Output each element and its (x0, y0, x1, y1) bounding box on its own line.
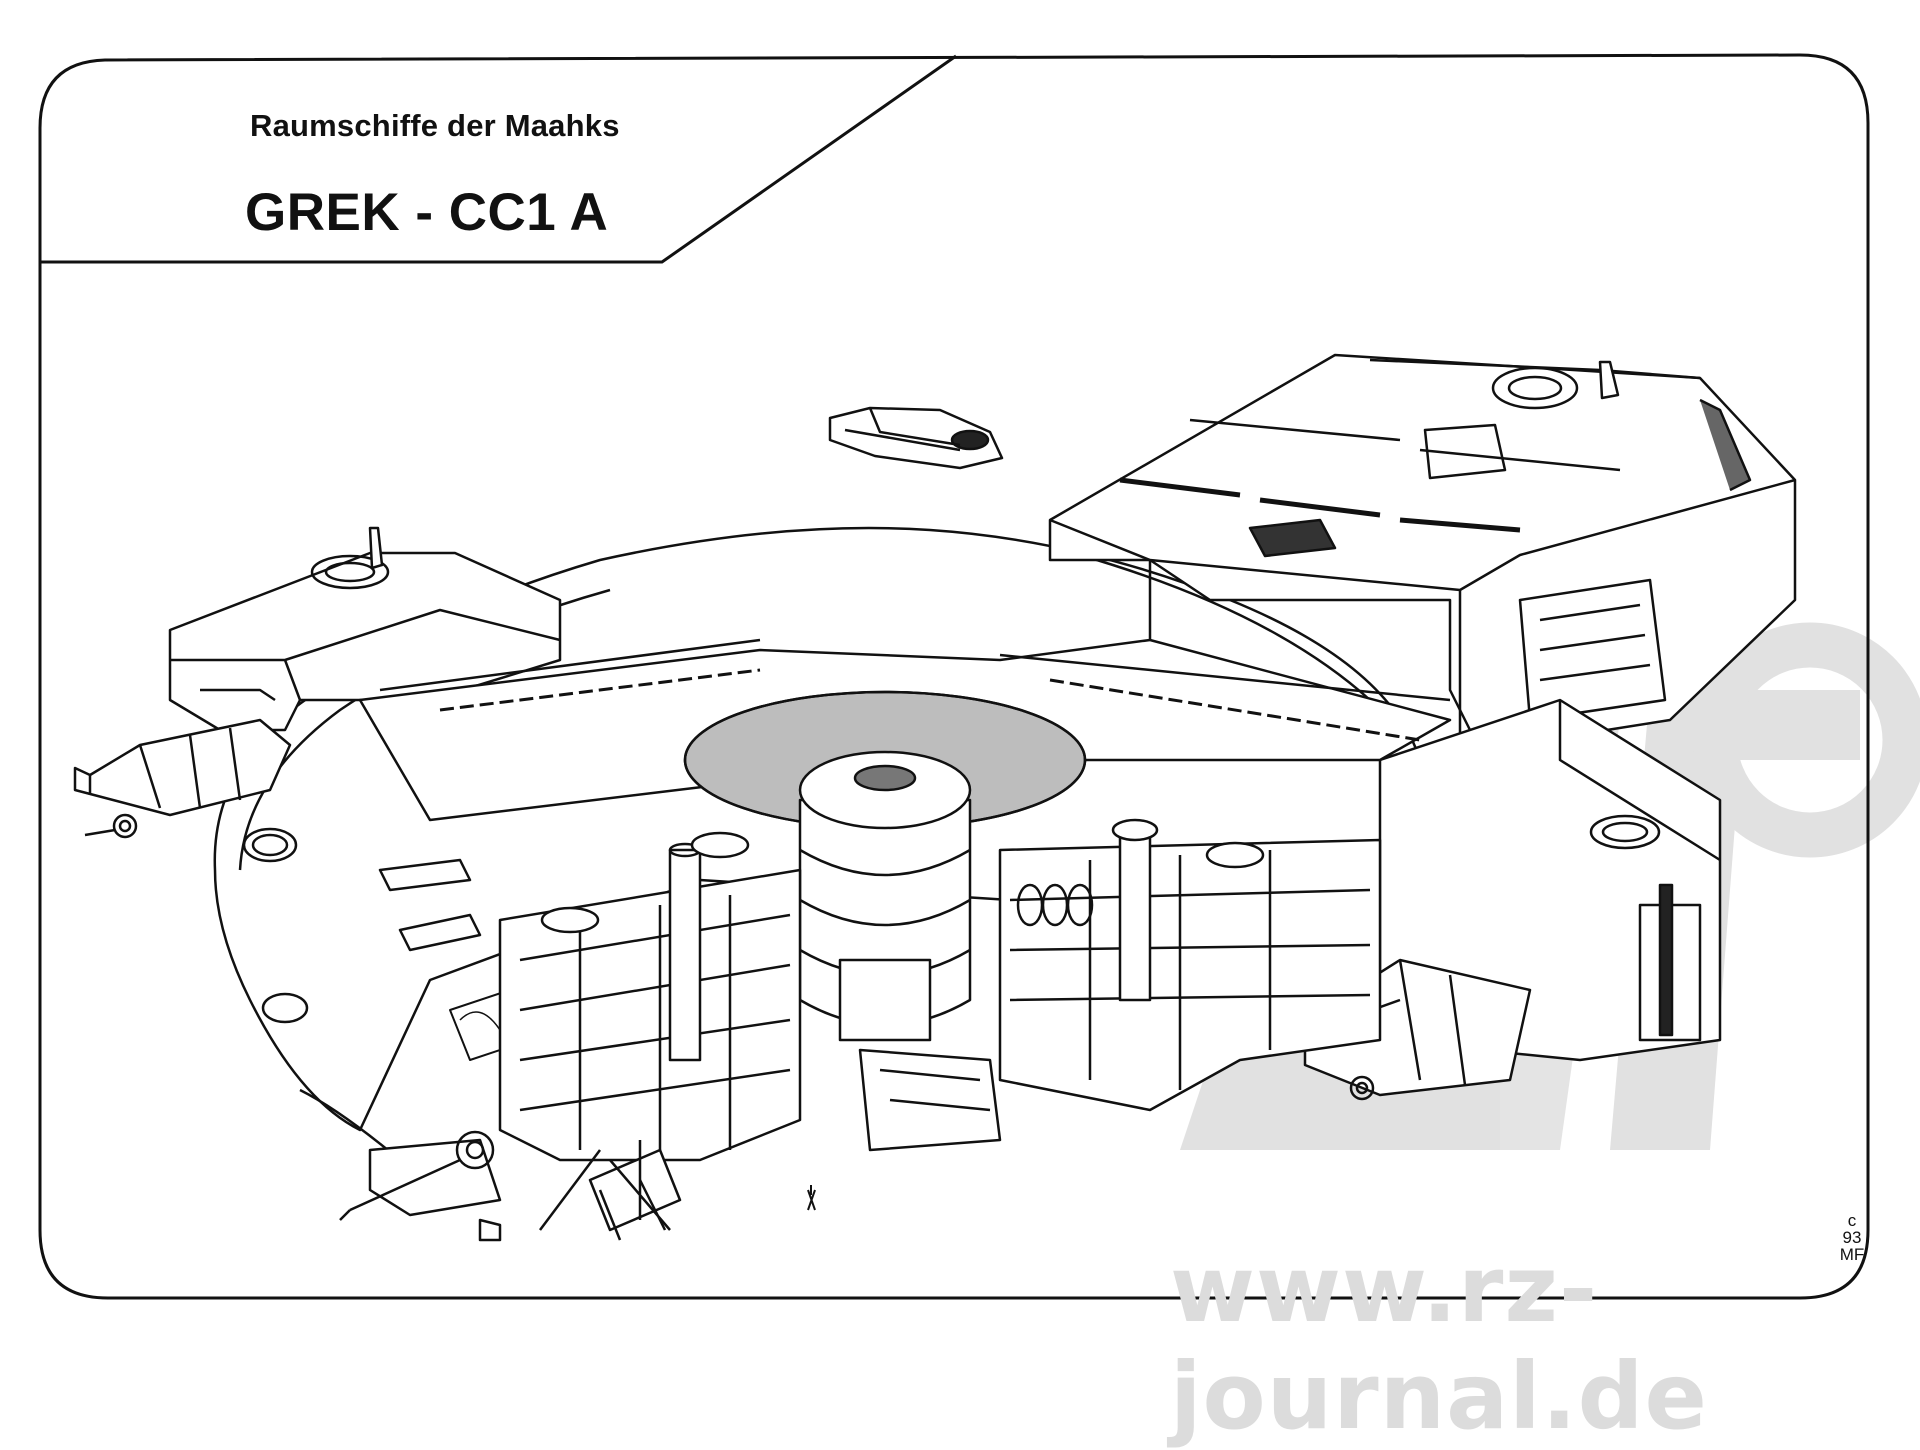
left-arm (73, 526, 562, 839)
small-figure (807, 1185, 816, 1211)
lower-weapons (339, 1130, 671, 1242)
signature-line-3: MF (1839, 1245, 1865, 1264)
small-shuttle (828, 406, 1004, 470)
right-lower-arm (1303, 698, 1722, 1101)
signature-line-1: c (1847, 1211, 1857, 1230)
spacecraft-cutaway-illustration (73, 353, 1797, 1242)
sheet-subtitle: Raumschiffe der Maahks (250, 108, 620, 143)
right-interior-cutaway (998, 818, 1382, 1112)
artist-signature: c 93 MF (1834, 1212, 1870, 1263)
signature-line-2: 93 (1842, 1228, 1862, 1247)
central-core (798, 750, 1002, 1152)
technical-drawing-sheet (38, 53, 1920, 1300)
sheet-title: GREK - CC1 A (245, 183, 609, 242)
watermark-text: www.rz-journal.de (1170, 1236, 1708, 1450)
sheet-border (38, 53, 1870, 1300)
left-interior-cutaway (498, 831, 802, 1241)
